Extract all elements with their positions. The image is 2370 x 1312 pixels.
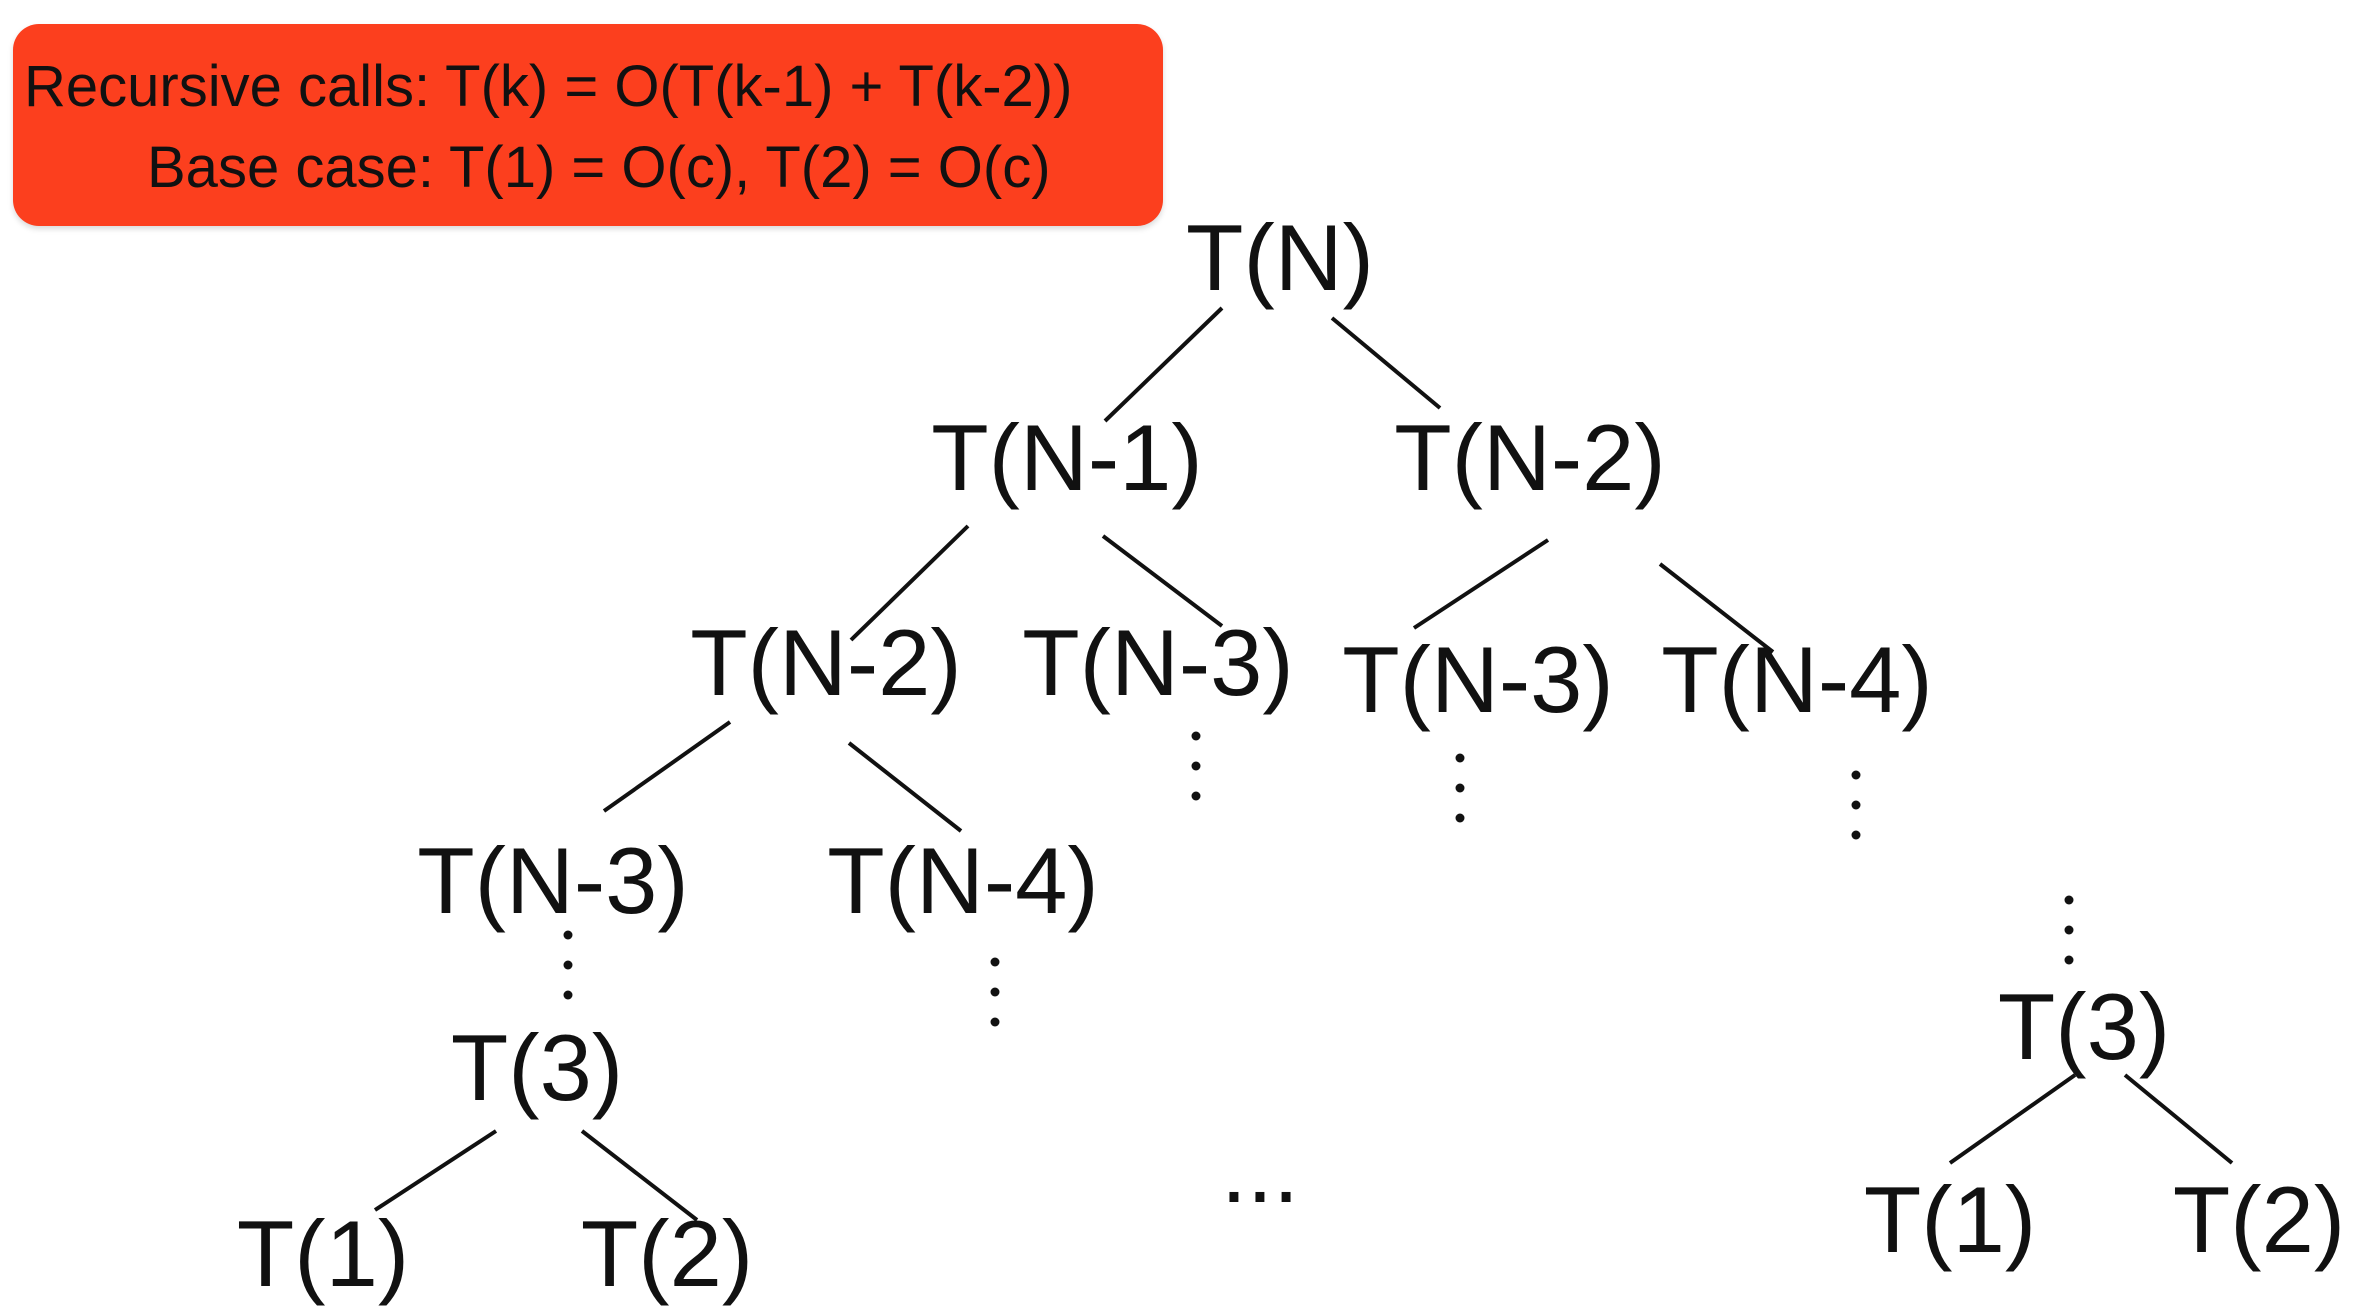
node-n-1: T(N-1) xyxy=(931,405,1203,510)
edge-l2a-a xyxy=(602,720,732,813)
edge-l1left-a xyxy=(849,524,970,642)
edge-t3right-t1 xyxy=(1948,1073,2077,1165)
edge-root-right xyxy=(1330,316,1442,410)
vertical-ellipses xyxy=(563,731,2074,1027)
edge-l1right-d xyxy=(1658,562,1775,654)
edge-t3left-t1 xyxy=(373,1129,498,1212)
node-n-3-left: T(N-3) xyxy=(417,828,689,933)
vdots-under-n3-left xyxy=(563,930,573,1000)
node-n-4-right: T(N-4) xyxy=(1661,627,1933,732)
edge-l2a-b xyxy=(847,741,963,833)
node-root: T(N) xyxy=(1186,205,1374,310)
node-n-3-right: T(N-3) xyxy=(1342,627,1614,732)
node-n-4-left: T(N-4) xyxy=(827,828,1099,933)
node-t3-right: T(3) xyxy=(1998,974,2170,1079)
node-t2-right: T(2) xyxy=(2173,1167,2345,1272)
tree-nodes: T(N) T(N-1) T(N-2) T(N-2) T(N-3) T(N-3) … xyxy=(237,205,2345,1306)
vdots-under-n3-mid xyxy=(1191,731,1201,801)
tree-edges xyxy=(373,306,2234,1222)
vdots-under-n4-left xyxy=(990,957,1000,1027)
node-t2-left: T(2) xyxy=(581,1201,753,1306)
node-t1-left: T(1) xyxy=(237,1201,409,1306)
edge-t3right-t2 xyxy=(2123,1073,2234,1165)
complexity-banner: Recursive calls: T(k) = O(T(k-1) + T(k-2… xyxy=(13,24,1163,226)
edge-root-left xyxy=(1103,306,1224,423)
edge-l1right-c xyxy=(1412,538,1550,630)
node-n-2-left: T(N-2) xyxy=(690,610,962,715)
node-t1-right: T(1) xyxy=(1864,1167,2036,1272)
edge-t3left-t2 xyxy=(580,1129,699,1222)
middle-ellipsis: ... xyxy=(1221,1117,1299,1222)
node-n-3-mid: T(N-3) xyxy=(1022,610,1294,715)
vdots-above-right-t3 xyxy=(2064,895,2074,965)
vdots-under-n3-right xyxy=(1455,753,1465,823)
base-case-text: Base case: T(1) = O(c), T(2) = O(c) xyxy=(147,135,1051,200)
node-t3-left: T(3) xyxy=(451,1015,623,1120)
recursive-calls-text: Recursive calls: T(k) = O(T(k-1) + T(k-2… xyxy=(24,54,1073,119)
node-n-2-right: T(N-2) xyxy=(1394,405,1666,510)
vdots-under-n4-right xyxy=(1851,770,1861,840)
edge-l1left-b xyxy=(1101,534,1224,628)
